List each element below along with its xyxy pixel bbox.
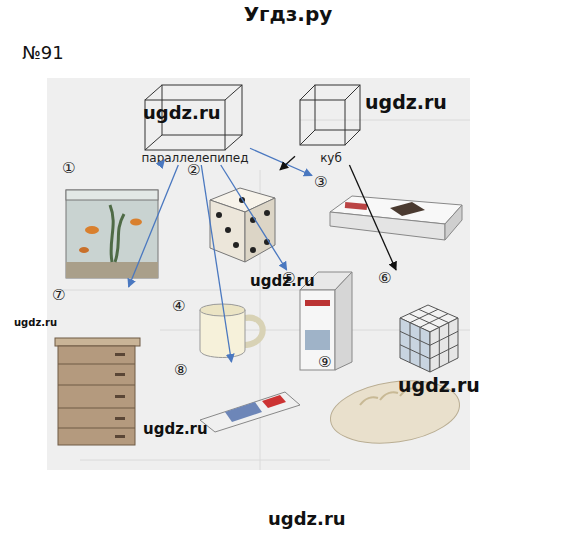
watermark: ugdz.ru [14,317,57,328]
rubik-cube [400,305,458,372]
arrow-connector [349,165,396,270]
item-node: ⑦ [50,287,142,447]
item-node: ⑥ [376,270,464,378]
cube-wireframe [300,85,360,145]
mug [200,304,263,358]
picture-background [47,78,470,470]
callout-number: ④ [172,298,185,315]
callout-number: ⑦ [52,287,65,304]
watermark: ugdz.ru [143,420,208,438]
item-node: ④ [170,298,270,360]
arrow-connector [160,160,164,165]
callout-number: ② [187,162,200,179]
candy-bar [200,392,300,432]
aquarium [66,190,158,278]
shape-label: куб [295,152,367,165]
item-node: ③ [312,174,464,244]
arrow-connector [129,165,179,287]
page-title: Угдз.ру [0,2,576,26]
watermark: ugdz.ru [398,374,480,396]
dice [210,188,275,262]
callout-number: ⑧ [174,362,187,379]
arrow-connector [250,148,312,175]
callout-number: ⑨ [318,354,331,371]
callout-number: ③ [314,174,327,191]
item-node: ② [185,162,280,264]
arrow-connector [201,165,231,362]
arrow-connector [280,156,295,170]
exercise-number: №91 [22,42,64,63]
item-node: ⑨ [316,354,464,449]
chocolate-box [330,196,462,240]
item-node: ① [60,160,165,282]
watermark: ugdz.ru [365,91,447,113]
watermark: ugdz.ru [250,272,315,290]
callout-number: ① [62,160,75,177]
watermark: ugdz.ru [268,508,346,529]
callout-number: ⑥ [378,270,391,287]
watermark: ugdz.ru [143,102,221,123]
dresser [55,338,140,445]
shape-node: куб [295,82,367,165]
arrow-connector [221,165,287,270]
ghost-lines [60,120,470,470]
shape-node: параллелепипед [140,83,250,165]
